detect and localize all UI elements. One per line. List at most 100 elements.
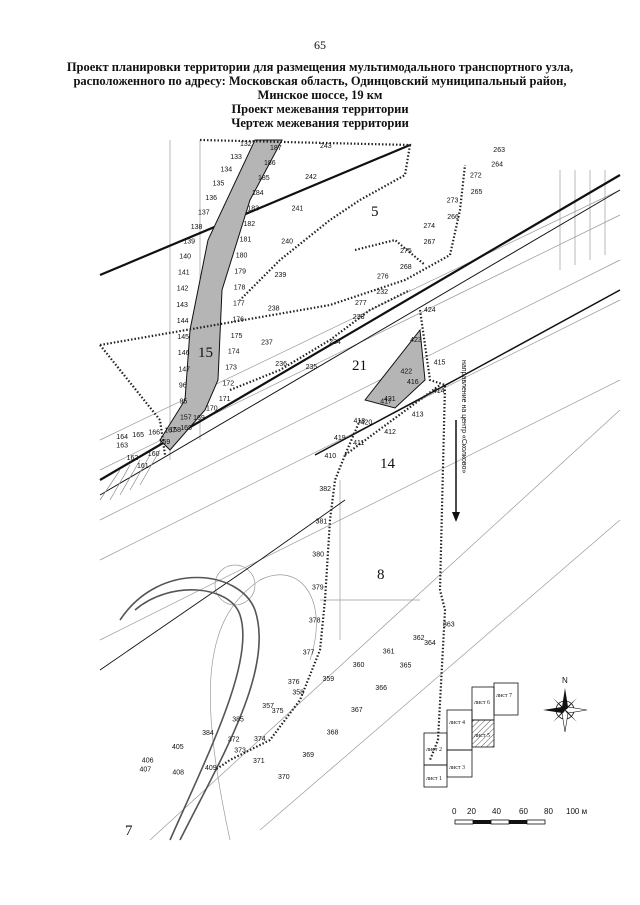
point-label-421: 421: [384, 396, 396, 403]
point-label-362: 362: [413, 635, 425, 642]
point-label-408: 408: [172, 770, 184, 777]
point-label-357: 357: [262, 703, 274, 710]
scale-label-80: 80: [544, 807, 553, 816]
point-label-378: 378: [309, 617, 321, 624]
point-label-171: 171: [219, 396, 231, 403]
point-label-187: 187: [270, 145, 282, 152]
point-label-418: 418: [354, 418, 366, 425]
scale-bar: [454, 819, 546, 825]
point-label-410: 410: [325, 453, 337, 460]
point-label-382: 382: [319, 486, 331, 493]
point-label-274: 274: [423, 223, 435, 230]
point-label-272: 272: [470, 173, 482, 180]
scale-label-20: 20: [467, 807, 476, 816]
sheet-3: лист 3: [449, 765, 465, 771]
point-label-264: 264: [491, 162, 503, 169]
hatch-band: [99, 449, 161, 501]
sheet-6: лист 6: [474, 700, 490, 706]
point-label-160: 160: [148, 451, 160, 458]
ramp-loop: [119, 576, 260, 841]
point-label-140: 140: [179, 254, 191, 261]
point-label-359: 359: [323, 676, 335, 683]
point-label-273: 273: [447, 198, 459, 205]
point-label-133: 133: [230, 154, 242, 161]
point-label-265: 265: [471, 189, 483, 196]
point-label-134: 134: [221, 167, 233, 174]
point-label-176: 176: [232, 317, 244, 324]
point-label-373: 373: [234, 748, 246, 755]
point-label-368: 368: [327, 730, 339, 737]
title-line-2: расположенного по адресу: Московская обл…: [73, 74, 567, 88]
point-label-179: 179: [234, 268, 246, 275]
point-label-406: 406: [142, 757, 154, 764]
point-label-266: 266: [447, 214, 459, 221]
title-line-5: Чертеж межевания территории: [231, 116, 409, 130]
scale-label-0: 0: [452, 807, 457, 816]
scale-label-100m: 100 м: [566, 807, 587, 816]
parcel-label-15: 15: [198, 345, 213, 361]
point-label-420: 420: [361, 419, 373, 426]
point-label-276: 276: [377, 274, 389, 281]
direction-arrow: [452, 420, 460, 522]
direction-label: направление на центр «Сколково»: [460, 360, 467, 473]
point-label-366: 366: [375, 685, 387, 692]
point-label-417: 417: [380, 399, 392, 406]
parcel-label-8: 8: [377, 567, 385, 583]
point-label-375: 375: [272, 708, 284, 715]
point-label-165: 165: [132, 432, 144, 439]
point-label-139: 139: [183, 238, 195, 245]
point-label-138: 138: [191, 224, 203, 231]
point-label-370: 370: [278, 774, 290, 781]
point-label-136: 136: [205, 195, 217, 202]
scale-label-60: 60: [519, 807, 528, 816]
point-label-186: 186: [264, 160, 276, 167]
scale-label-40: 40: [492, 807, 501, 816]
point-label-374: 374: [254, 736, 266, 743]
point-label-360: 360: [353, 662, 365, 669]
point-label-365: 365: [400, 663, 412, 670]
point-label-384: 384: [202, 730, 214, 737]
point-label-235: 235: [306, 364, 318, 371]
point-label-407: 407: [140, 766, 152, 773]
point-label-385: 385: [232, 717, 244, 724]
point-label-172: 172: [223, 381, 235, 388]
point-label-409: 409: [205, 765, 217, 772]
point-label-146: 146: [178, 350, 190, 357]
parcel-15-shape: [159, 139, 283, 451]
point-label-267: 267: [424, 239, 436, 246]
point-label-166: 166: [148, 430, 160, 437]
point-label-239: 239: [275, 272, 287, 279]
point-label-183: 183: [247, 205, 259, 212]
point-label-175: 175: [231, 333, 243, 340]
point-label-364: 364: [424, 640, 436, 647]
point-label-96: 96: [179, 383, 187, 390]
highway-lines: [99, 143, 621, 671]
point-label-376: 376: [288, 679, 300, 686]
point-label-361: 361: [383, 649, 395, 656]
point-label-173: 173: [225, 365, 237, 372]
point-label-157: 157: [180, 415, 192, 422]
point-label-168: 168: [180, 425, 192, 432]
point-label-144: 144: [177, 318, 189, 325]
point-label-142: 142: [177, 286, 189, 293]
point-label-413: 413: [412, 411, 424, 418]
point-label-419: 419: [334, 435, 346, 442]
point-label-169: 169: [193, 415, 205, 422]
point-label-182: 182: [244, 221, 256, 228]
point-label-381: 381: [316, 519, 328, 526]
point-label-236: 236: [275, 361, 287, 368]
point-label-167: 167: [164, 427, 176, 434]
point-label-145: 145: [177, 334, 189, 341]
point-label-132: 132: [240, 141, 252, 148]
parcel-label-5: 5: [371, 204, 379, 220]
point-labels-bottom: 4244234224214204194184174164154144134124…: [140, 307, 455, 781]
point-label-181: 181: [240, 237, 252, 244]
point-label-237: 237: [261, 339, 273, 346]
north-label: N: [562, 676, 568, 685]
document-title: Проект планировки территории для размеще…: [40, 60, 600, 130]
point-label-135: 135: [213, 181, 225, 188]
point-label-275: 275: [400, 248, 412, 255]
parcel-boundaries: [99, 138, 467, 771]
